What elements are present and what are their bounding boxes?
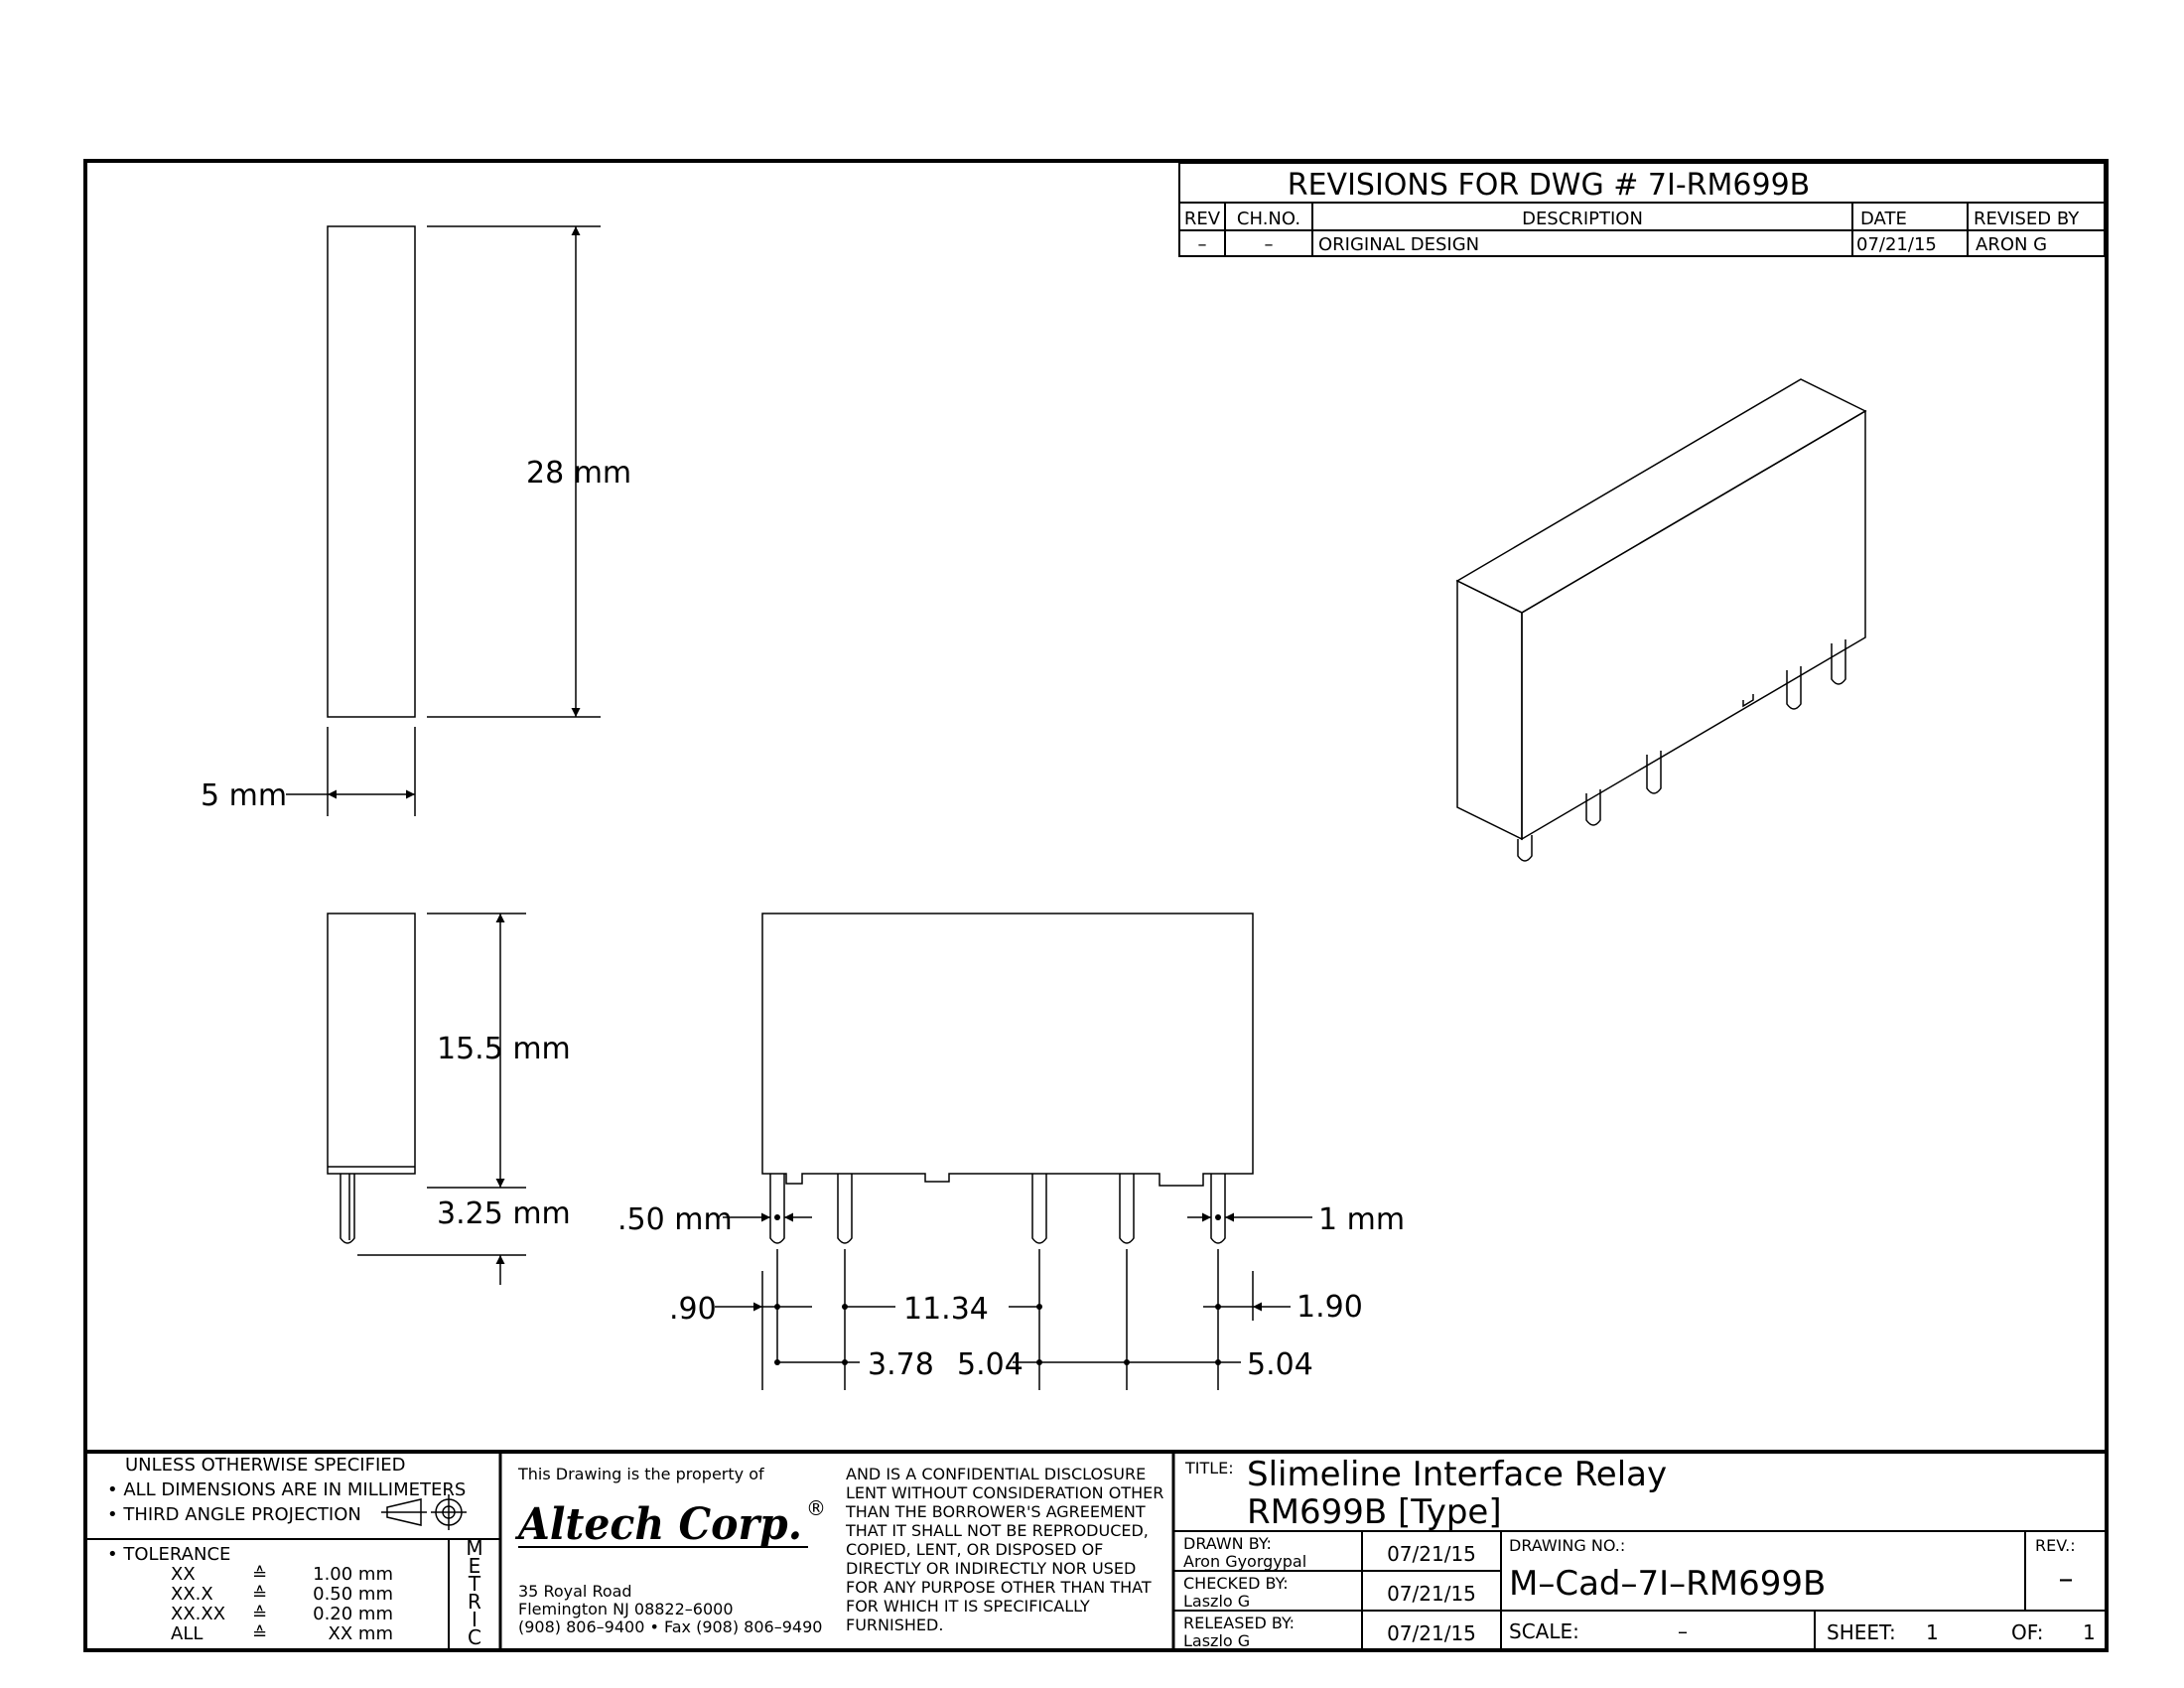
rev-label: REV.: (2035, 1536, 2076, 1555)
tolerance-key-2: XX.XX (171, 1604, 225, 1624)
checked-by-name: Laszlo G (1183, 1592, 1250, 1611)
checked-date: 07/21/15 (1387, 1582, 1476, 1606)
tolerance-key-3: ALL (171, 1623, 203, 1644)
sheet-label: SHEET: (1827, 1620, 1896, 1644)
svg-text:DIRECTLY OR INDIRECTLY NOR USE: DIRECTLY OR INDIRECTLY NOR USED (846, 1559, 1136, 1578)
tolerance-sym-3: ≙ (252, 1623, 267, 1644)
property-note: This Drawing is the property of (517, 1465, 764, 1483)
title-label: TITLE: (1184, 1459, 1234, 1477)
tolerance-val-2: 0.20 mm (313, 1604, 393, 1624)
front-view (715, 913, 1312, 1390)
revision-row-description: ORIGINAL DESIGN (1318, 234, 1479, 255)
title-line-2: RM699B [Type] (1247, 1492, 1502, 1532)
revision-row-rev: – (1198, 234, 1207, 255)
revision-row-ch-no: – (1265, 234, 1274, 255)
side-view-top (286, 225, 601, 816)
svg-text:T: T (468, 1572, 481, 1596)
sheet-value: 1 (1926, 1620, 1939, 1644)
svg-text:R: R (468, 1590, 481, 1614)
svg-text:C: C (468, 1625, 481, 1649)
brand-logo: Altech Corp. (514, 1499, 802, 1550)
revised-by-header: REVISED BY (1974, 209, 2080, 229)
tolerance-title: • TOLERANCE (107, 1544, 230, 1565)
rev-header: REV (1184, 209, 1221, 229)
svg-text:FOR WHICH IT IS SPECIFICALLY: FOR WHICH IT IS SPECIFICALLY (846, 1597, 1090, 1616)
tolerance-sym-2: ≙ (252, 1604, 267, 1624)
rev-value: – (2059, 1562, 2074, 1597)
disclosure-text: AND IS A CONFIDENTIAL DISCLOSURE LENT WI… (845, 1465, 1163, 1634)
metric-label: M E T R I C (466, 1536, 482, 1649)
pin-4 (1119, 1174, 1135, 1244)
dim-090: .90 (669, 1292, 717, 1327)
pin-3 (1031, 1174, 1047, 1244)
projection-symbol (381, 1494, 467, 1530)
scale-value: – (1678, 1619, 1688, 1643)
phone-fax: (908) 806–9400 • Fax (908) 806–9490 (518, 1618, 822, 1636)
sheet-border (83, 159, 2109, 1652)
checked-by-label: CHECKED BY: (1183, 1574, 1289, 1593)
dimension-dots (774, 1214, 1221, 1365)
dim-body-height: 15.5 mm (437, 1032, 571, 1066)
side-view-bottom (327, 913, 526, 1285)
dim-height-28: 28 mm (526, 456, 631, 491)
description-header: DESCRIPTION (1522, 209, 1643, 229)
svg-text:LENT WITHOUT CONSIDERATION OTH: LENT WITHOUT CONSIDERATION OTHER (846, 1483, 1163, 1502)
dim-pin-length: 3.25 mm (437, 1196, 571, 1231)
tolerance-val-0: 1.00 mm (313, 1564, 393, 1585)
of-value: 1 (2083, 1620, 2096, 1644)
scale-label: SCALE: (1509, 1619, 1579, 1643)
pin-1 (769, 1174, 785, 1244)
dim-378: 3.78 (868, 1347, 934, 1382)
of-label: OF: (2011, 1620, 2043, 1644)
svg-text:COPIED, LENT, OR DISPOSED OF: COPIED, LENT, OR DISPOSED OF (846, 1540, 1103, 1559)
svg-text:THAN THE BORROWER'S AGREEMENT: THAN THE BORROWER'S AGREEMENT (845, 1502, 1146, 1521)
released-date: 07/21/15 (1387, 1621, 1476, 1645)
tolerance-val-3: XX mm (329, 1623, 393, 1644)
title-line-1: Slimeline Interface Relay (1247, 1455, 1667, 1494)
dim-pin-50: .50 mm (617, 1202, 733, 1237)
revisions-table (1178, 162, 2106, 257)
svg-text:FURNISHED.: FURNISHED. (846, 1616, 943, 1634)
tolerance-key-1: XX.X (171, 1584, 213, 1605)
tolerance-val-1: 0.50 mm (313, 1584, 393, 1605)
dim-504-a: 5.04 (957, 1347, 1024, 1382)
svg-text:E: E (469, 1554, 481, 1578)
dim-1134: 11.34 (903, 1292, 989, 1327)
released-by-name: Laszlo G (1183, 1631, 1250, 1650)
dim-pin-1: 1 mm (1318, 1202, 1405, 1237)
title-block-frame (85, 1450, 2107, 1650)
released-by-label: RELEASED BY: (1183, 1614, 1295, 1632)
pin-5 (1210, 1174, 1226, 1244)
svg-text:AND IS A CONFIDENTIAL DISCLOSU: AND IS A CONFIDENTIAL DISCLOSURE (846, 1465, 1146, 1483)
dim-504-b: 5.04 (1247, 1347, 1313, 1382)
tolerance-sym-0: ≙ (252, 1564, 267, 1585)
drawn-by-name: Aron Gyorgypal (1183, 1552, 1306, 1571)
drawn-by-label: DRAWN BY: (1183, 1534, 1272, 1553)
ch-no-header: CH.NO. (1237, 209, 1300, 229)
pin-2 (837, 1174, 853, 1244)
note-dimensions: • ALL DIMENSIONS ARE IN MILLIMETERS (107, 1479, 466, 1500)
isometric-view (1455, 378, 1867, 862)
address-line-1: 35 Royal Road (518, 1582, 632, 1601)
brand-registered: ® (806, 1496, 826, 1520)
tolerance-key-0: XX (171, 1564, 196, 1585)
tolerance-sym-1: ≙ (252, 1584, 267, 1605)
revision-row-date: 07/21/15 (1856, 234, 1937, 255)
svg-text:THAT IT SHALL NOT BE REPRODUCE: THAT IT SHALL NOT BE REPRODUCED, (845, 1521, 1149, 1540)
address-line-2: Flemington NJ 08822–6000 (518, 1600, 734, 1618)
revisions-title: REVISIONS FOR DWG # 7I-RM699B (1288, 168, 1811, 203)
note-unless: UNLESS OTHERWISE SPECIFIED (125, 1455, 406, 1476)
revision-row-revised-by: ARON G (1976, 234, 2047, 255)
dim-width-5: 5 mm (201, 778, 287, 813)
svg-text:M: M (466, 1536, 482, 1560)
drawing-no-label: DRAWING NO.: (1509, 1536, 1625, 1555)
drawn-date: 07/21/15 (1387, 1542, 1476, 1566)
note-projection: • THIRD ANGLE PROJECTION (107, 1504, 361, 1525)
drawing-no: M–Cad–7I–RM699B (1509, 1564, 1826, 1604)
date-header: DATE (1860, 209, 1907, 229)
dim-190: 1.90 (1297, 1290, 1363, 1325)
svg-text:FOR ANY PURPOSE OTHER THAN THA: FOR ANY PURPOSE OTHER THAN THAT (846, 1578, 1152, 1597)
svg-text:I: I (472, 1608, 478, 1631)
